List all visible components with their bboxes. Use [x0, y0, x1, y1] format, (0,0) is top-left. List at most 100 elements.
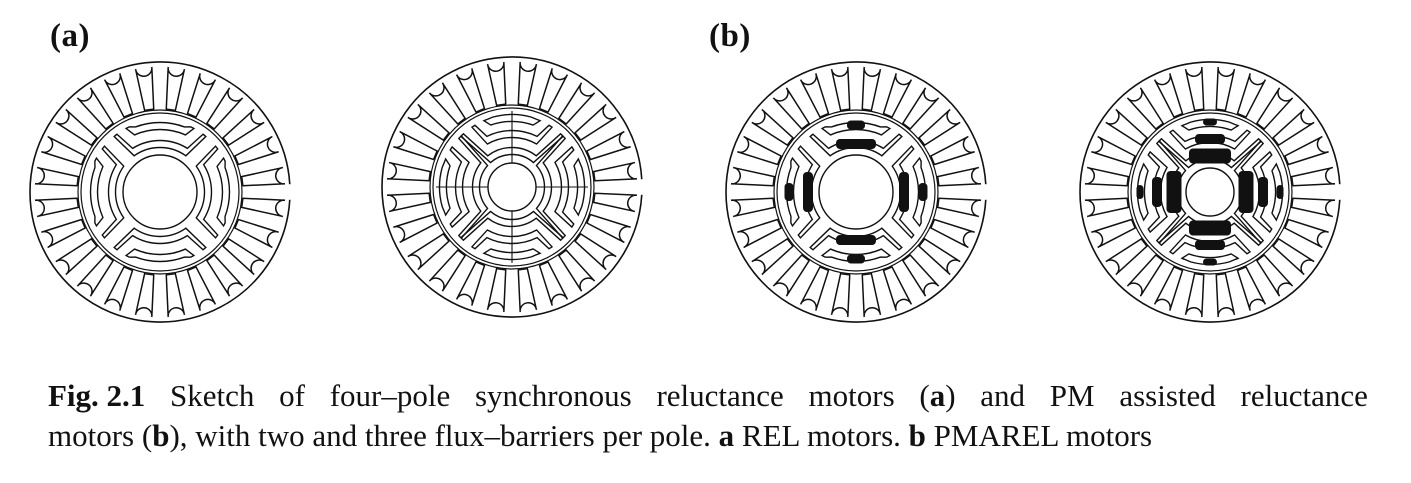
rotor-shaft — [818, 154, 894, 230]
permanent-magnet — [1195, 134, 1225, 144]
flux-barrier — [554, 145, 575, 229]
stator-bore — [773, 109, 939, 275]
stator-slot — [730, 197, 776, 218]
flux-barrier — [101, 145, 125, 239]
motor-3 — [725, 61, 987, 323]
stator-slot — [882, 73, 913, 119]
stator-slot — [34, 197, 80, 218]
permanent-magnet — [1166, 171, 1182, 213]
caption-line-2: motors (b), with two and three flux–barr… — [48, 416, 1368, 456]
stator-slot — [1283, 135, 1329, 166]
permanent-magnet — [1238, 171, 1254, 213]
stator-slot — [1290, 166, 1336, 187]
permanent-magnet — [836, 139, 876, 149]
stator-slot — [393, 213, 439, 244]
rotor-shaft — [122, 154, 198, 230]
stator-slot — [1091, 135, 1137, 166]
stator-slot — [799, 265, 830, 311]
stator-slot — [428, 249, 467, 292]
stator-slot — [233, 218, 279, 249]
flux-barrier — [1271, 162, 1284, 222]
stator-slot — [772, 87, 811, 130]
stator-slot — [1255, 87, 1294, 130]
caption-fig-number: Fig. 2.1 — [48, 378, 146, 413]
stator-slot — [574, 232, 617, 271]
permanent-magnet — [836, 235, 876, 245]
caption-word: reluctance — [656, 378, 784, 413]
stator-slot — [830, 272, 851, 318]
flux-barrier — [1180, 253, 1240, 266]
stator-slot — [165, 272, 186, 318]
permanent-magnet — [899, 172, 909, 212]
stator-slot — [737, 135, 783, 166]
flux-barrier — [113, 133, 207, 157]
stator-slot — [186, 265, 217, 311]
caption-word: Sketch — [170, 378, 255, 413]
stator-slot — [1215, 272, 1236, 318]
stator-slot — [240, 166, 286, 187]
figure-caption: Fig. 2.1 Sketch of four–pole synchronous… — [48, 376, 1368, 456]
flux-barrier — [470, 124, 554, 145]
stator-slot — [830, 66, 851, 112]
stator-slot — [538, 260, 569, 306]
stator-slot — [574, 103, 617, 142]
stator-slot — [799, 73, 830, 119]
flux-barrier — [89, 156, 104, 228]
stator-slot — [165, 66, 186, 112]
permanent-magnet — [1189, 220, 1231, 236]
stator-slot — [1272, 108, 1315, 147]
caption-word: and — [980, 378, 1026, 413]
stator-slot — [233, 135, 279, 166]
stator-slot — [1290, 197, 1336, 218]
stator-slot — [1272, 237, 1315, 276]
flux-barrier — [482, 248, 542, 261]
stator-slot — [751, 108, 794, 147]
stator-slot — [730, 166, 776, 187]
stator-slot — [103, 265, 134, 311]
stator-slot — [557, 249, 596, 292]
permanent-magnet — [1136, 185, 1144, 199]
permanent-magnet — [847, 254, 865, 264]
permanent-magnet — [1152, 177, 1162, 207]
caption-word: four–pole — [329, 378, 451, 413]
stator-slot — [455, 68, 486, 114]
stator-slot — [918, 108, 961, 147]
permanent-magnet — [918, 183, 928, 201]
rotor-shaft — [1185, 167, 1235, 217]
stator-slot — [205, 87, 244, 130]
motor-2 — [381, 56, 643, 318]
rotor-outline — [432, 107, 592, 267]
stator-slot — [936, 166, 982, 187]
stator-slot — [929, 218, 975, 249]
stator-slot — [134, 272, 155, 318]
stator-slot — [55, 108, 98, 147]
flux-barrier — [438, 157, 451, 217]
stator-slot — [407, 103, 450, 142]
caption-bold-a: a — [718, 418, 735, 453]
rotor-outline — [776, 112, 936, 272]
caption-word: synchronous — [474, 378, 632, 413]
stator-slot — [1084, 166, 1130, 187]
stator-slot — [1215, 66, 1236, 112]
stator-bore — [77, 109, 243, 275]
stator-slot — [205, 254, 244, 297]
stator-slot — [1153, 73, 1184, 119]
stator-slot — [76, 254, 115, 297]
caption-word: of — [279, 378, 305, 413]
motor-1 — [29, 61, 291, 323]
permanent-magnet — [1258, 177, 1268, 207]
caption-word: PM — [1049, 378, 1095, 413]
caption-text: ), with two and three flux–barriers per … — [169, 418, 719, 453]
permanent-magnet — [1189, 148, 1231, 164]
stator-slot — [1105, 237, 1148, 276]
stator-slot — [772, 254, 811, 297]
stator-slot — [1084, 197, 1130, 218]
stator-slot — [1236, 73, 1267, 119]
stator-slot — [517, 61, 538, 107]
stator-outer-ring — [29, 61, 291, 323]
stator-slot — [861, 66, 882, 112]
stator-outer-ring — [381, 56, 643, 318]
permanent-magnet — [1203, 118, 1217, 126]
flux-barrier — [459, 132, 565, 164]
stator-slot — [592, 192, 638, 213]
